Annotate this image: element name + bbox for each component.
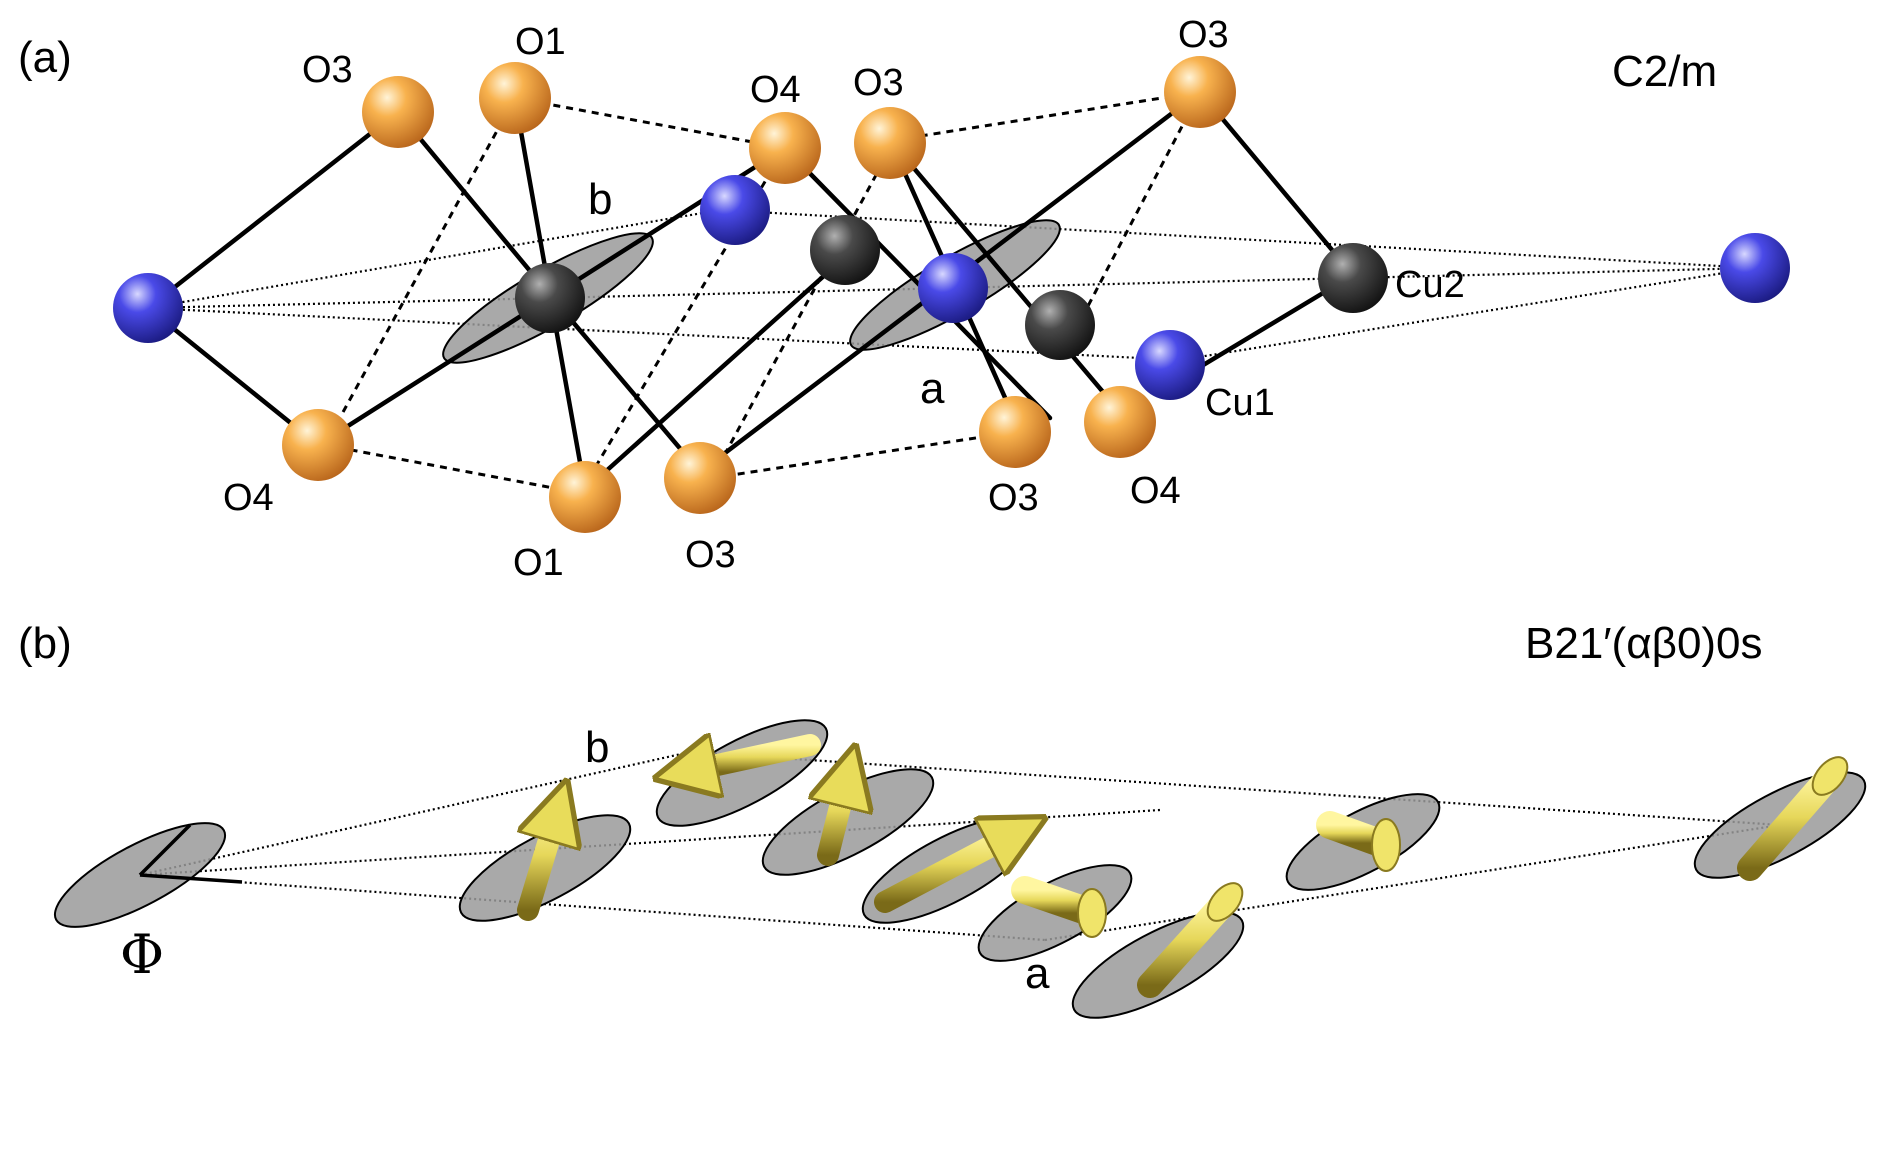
label-o3: O3 xyxy=(302,49,353,91)
moment-4 xyxy=(861,797,1047,924)
axis-label-a: a xyxy=(920,364,945,413)
atom-o xyxy=(749,112,821,184)
moment-8 xyxy=(1693,756,1867,881)
moment-7 xyxy=(1285,793,1441,891)
atom-o xyxy=(854,107,926,179)
label-o3: O3 xyxy=(685,534,736,576)
atom-cu2 xyxy=(1318,243,1388,313)
atom-o xyxy=(979,396,1051,468)
moment-3 xyxy=(761,749,935,876)
label-o3: O3 xyxy=(853,62,904,104)
panel-b: (b) B21′(αβ0)0s Φ xyxy=(18,619,1867,1019)
atoms xyxy=(113,56,1790,533)
atom-cu2 xyxy=(515,263,585,333)
label-o3: O3 xyxy=(988,477,1039,519)
phase-symbol: Φ xyxy=(120,923,164,986)
atom-cu2 xyxy=(1025,290,1095,360)
moment-6 xyxy=(1071,882,1245,1019)
panel-a-label: (a) xyxy=(18,33,72,82)
label-cu1: Cu1 xyxy=(1205,382,1275,424)
label-cu2: Cu2 xyxy=(1395,264,1465,306)
unit-cell-a xyxy=(147,208,1756,362)
moment-2 xyxy=(643,719,829,827)
label-o3: O3 xyxy=(1178,14,1229,56)
axis-label-a: a xyxy=(1025,949,1050,998)
atom-cu1 xyxy=(918,253,988,323)
axis-label-b: b xyxy=(585,723,609,772)
atom-o xyxy=(479,62,551,134)
atom-cu1 xyxy=(1135,330,1205,400)
atom-cu1 xyxy=(1720,233,1790,303)
atom-cu2 xyxy=(810,215,880,285)
panel-a-space-group: C2/m xyxy=(1612,47,1717,96)
atom-o xyxy=(282,409,354,481)
moment-5 xyxy=(977,864,1133,962)
atom-o xyxy=(1084,386,1156,458)
label-o1: O1 xyxy=(515,21,566,63)
atom-o xyxy=(549,461,621,533)
panel-b-space-group: B21′(αβ0)0s xyxy=(1525,619,1763,668)
label-o1: O1 xyxy=(513,542,564,584)
atom-o xyxy=(664,442,736,514)
label-o4: O4 xyxy=(223,477,274,519)
atom-cu1 xyxy=(113,273,183,343)
label-o4: O4 xyxy=(750,69,801,111)
moment-1 xyxy=(458,795,632,922)
axis-label-b: b xyxy=(588,175,612,224)
atom-cu1 xyxy=(700,175,770,245)
atom-o xyxy=(362,76,434,148)
panel-b-label: (b) xyxy=(18,619,72,668)
label-o4: O4 xyxy=(1130,470,1181,512)
panel-a: (a) C2/m xyxy=(18,14,1790,584)
phase-reference xyxy=(53,822,243,928)
atom-o xyxy=(1164,56,1236,128)
